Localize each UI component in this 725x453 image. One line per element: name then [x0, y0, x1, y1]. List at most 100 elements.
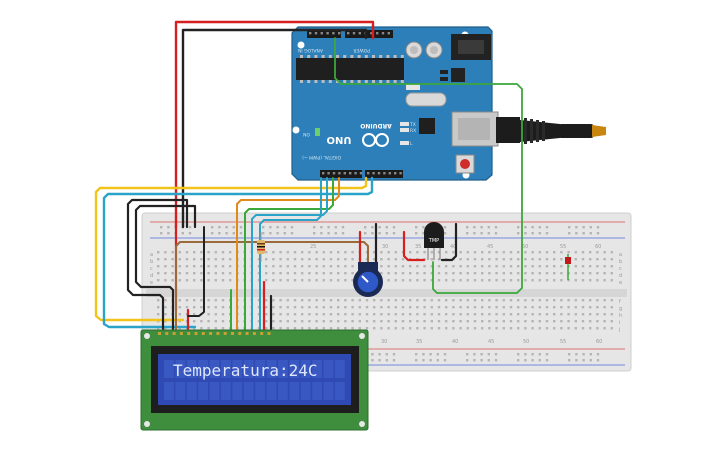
breadboard-hole — [502, 279, 505, 282]
chip-pin — [328, 55, 332, 58]
breadboard-hole — [509, 327, 513, 330]
row-letter: c — [619, 266, 622, 272]
rail-hole — [524, 359, 527, 362]
tx-led — [400, 122, 409, 126]
breadboard-hole — [589, 313, 592, 316]
breadboard-hole — [545, 320, 549, 323]
breadboard-hole — [207, 299, 210, 302]
resistor[interactable] — [257, 232, 265, 262]
rail-hole — [545, 359, 549, 362]
lcd-mounting-hole — [359, 421, 365, 427]
wire-black-lcd-rw[interactable] — [134, 204, 197, 337]
breadboard-hole — [214, 279, 217, 282]
breadboard-hole — [538, 265, 541, 268]
breadboard-hole — [545, 313, 549, 316]
breadboard-hole — [574, 327, 577, 330]
breadboard-hole — [409, 327, 412, 330]
breadboard-hole — [538, 327, 541, 330]
potentiometer-wiper[interactable] — [361, 275, 369, 283]
breadboard-hole — [473, 251, 477, 254]
lcd-module[interactable]: Temperatura:24C — [140, 329, 369, 431]
rail-hole — [487, 359, 490, 362]
wire-blue-d3[interactable] — [251, 177, 328, 336]
breadboard-hole — [394, 299, 397, 302]
breadboard-hole — [207, 265, 210, 268]
chip-pin — [300, 55, 303, 58]
analog-in-label: ANALOG IN — [298, 47, 323, 53]
wire-blue[interactable] — [102, 176, 374, 329]
breadboard-hole — [308, 320, 311, 323]
breadboard-hole — [214, 265, 217, 268]
small-red-component[interactable] — [565, 254, 571, 280]
breadboard-hole — [272, 265, 275, 268]
wire-black-lcd-gnd[interactable] — [126, 198, 189, 337]
breadboard-hole — [589, 272, 592, 275]
breadboard-hole — [473, 258, 477, 261]
column-number: 30 — [381, 339, 387, 345]
wire-orange-d5[interactable] — [236, 177, 340, 336]
breadboard-hole — [581, 299, 585, 302]
column-number: 60 — [595, 244, 601, 250]
breadboard-hole — [574, 279, 577, 282]
rail-hole — [378, 359, 381, 362]
breadboard-hole — [517, 251, 520, 254]
rail-hole — [575, 232, 578, 235]
wire-red-sensor[interactable] — [402, 230, 426, 262]
rail-hole — [262, 232, 265, 235]
breadboard-hole — [279, 313, 282, 316]
breadboard-hole — [394, 320, 397, 323]
reset-button-cap[interactable] — [460, 159, 470, 169]
wire-yellow[interactable] — [94, 176, 368, 322]
rail-hole — [262, 226, 265, 229]
lcd-pin — [201, 332, 205, 335]
wire-black-rail[interactable] — [187, 226, 205, 317]
lcd-pin — [231, 332, 234, 335]
row-letter: g — [619, 306, 622, 312]
lcd-pin — [194, 332, 198, 335]
breadboard-hole — [387, 299, 390, 302]
l-led — [400, 141, 409, 145]
row-letter: b — [150, 259, 153, 265]
breadboard-hole — [603, 272, 606, 275]
breadboard-hole — [488, 272, 491, 275]
breadboard-hole — [531, 320, 534, 323]
breadboard-hole — [157, 279, 160, 282]
usb-cable[interactable] — [496, 117, 606, 144]
breadboard-hole — [416, 306, 419, 309]
breadboard-hole — [193, 320, 196, 323]
breadboard-hole — [380, 313, 383, 316]
breadboard-hole — [610, 279, 613, 282]
temperature-sensor[interactable]: TMP — [424, 222, 444, 260]
potentiometer[interactable] — [353, 262, 383, 297]
wire-brown-contrast[interactable] — [175, 241, 369, 336]
breadboard-hole — [517, 327, 520, 330]
wire-black-gnd[interactable] — [181, 28, 368, 229]
wire-green-d4[interactable] — [244, 177, 334, 336]
breadboard-hole — [337, 327, 340, 330]
rail-hole — [582, 232, 585, 235]
breadboard-hole — [171, 251, 174, 254]
breadboard-hole — [207, 272, 210, 275]
breadboard-hole — [351, 258, 354, 261]
lcd-pin — [165, 332, 169, 335]
breadboard-hole — [322, 313, 325, 316]
breadboard-hole — [466, 327, 469, 330]
breadboard-hole — [315, 251, 318, 254]
arduino-uno-board[interactable]: ANALOG IN POWER DIGITAL (PWM ~) — [291, 26, 499, 181]
rail-hole — [276, 232, 279, 235]
breadboard-hole — [286, 327, 289, 330]
breadboard-hole — [495, 251, 498, 254]
wire-black-sensor[interactable] — [440, 222, 458, 262]
wire-green-a0[interactable] — [334, 37, 523, 294]
breadboard-hole — [272, 251, 275, 254]
breadboard-hole — [394, 279, 397, 282]
breadboard-hole — [164, 272, 167, 275]
breadboard-hole — [164, 299, 167, 302]
breadboard-hole — [574, 272, 577, 275]
breadboard-hole — [423, 306, 426, 309]
breadboard-hole — [322, 306, 325, 309]
breadboard-hole — [351, 327, 354, 330]
rail-hole — [378, 226, 381, 229]
wire-red-5v[interactable] — [174, 20, 375, 229]
breadboard-hole — [373, 306, 376, 309]
